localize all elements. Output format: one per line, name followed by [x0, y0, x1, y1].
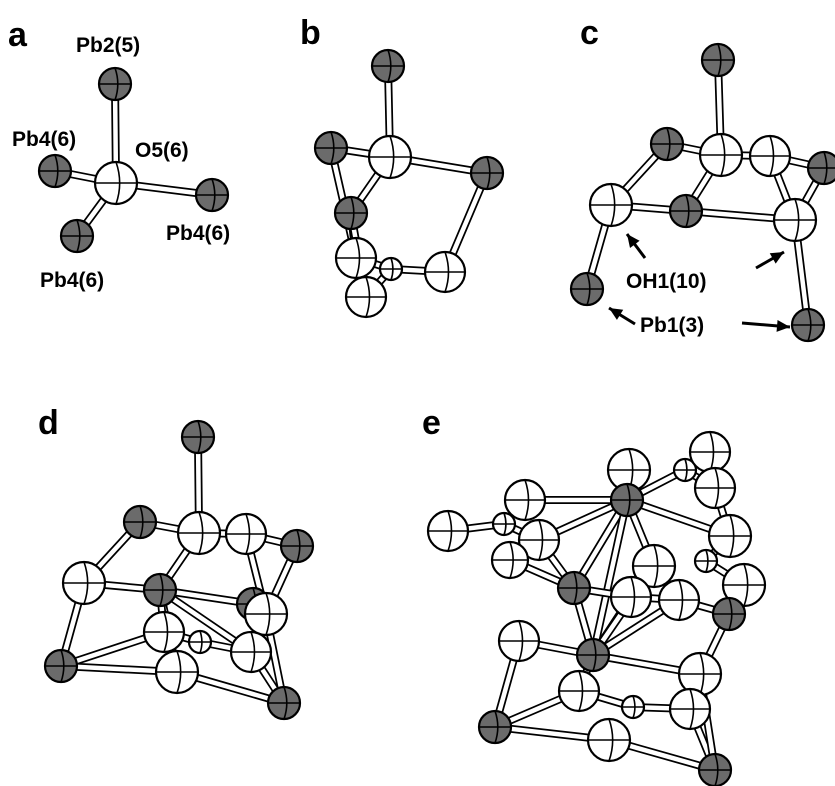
arrows-layer [608, 233, 791, 332]
atoms-layer [37, 42, 835, 786]
o-atom [378, 256, 404, 282]
pb-atom [649, 126, 685, 162]
o-atom [693, 466, 737, 510]
o-atom [693, 548, 719, 574]
o-atom [344, 275, 388, 319]
pb-atom [266, 685, 302, 721]
o-atom [243, 591, 289, 637]
arrow-oh1-left [625, 233, 647, 259]
pb-atom [43, 648, 79, 684]
o-atom [61, 560, 107, 606]
o-atom [490, 540, 530, 580]
atoms-c [569, 42, 835, 343]
o-atom [586, 717, 632, 763]
o-atom [426, 509, 470, 553]
o-atom [224, 512, 268, 556]
label-o5-center: O5(6) [135, 139, 189, 162]
bond [570, 496, 631, 592]
atoms-e [426, 430, 767, 786]
pb-atom [806, 150, 835, 186]
o-atom [631, 543, 677, 589]
o-atom [154, 649, 200, 695]
o-atom [657, 578, 701, 622]
label-pb1: Pb1(3) [640, 314, 704, 337]
o-atom [557, 669, 601, 713]
atoms-d [43, 419, 315, 721]
pb-atom [37, 153, 73, 189]
pb-atom [194, 177, 230, 213]
pb-atom [180, 419, 216, 455]
pb-atom [668, 193, 704, 229]
panel-letter-e: e [422, 404, 441, 442]
pb-atom [790, 307, 826, 343]
o-atom [707, 513, 753, 559]
pb-atom [313, 130, 349, 166]
o-atom [334, 236, 378, 280]
pb-atom [279, 528, 315, 564]
arrow-oh1-right [755, 250, 785, 270]
pb-atom [469, 155, 505, 191]
o-atom [491, 511, 517, 537]
o-atom [142, 610, 186, 654]
pb-atom [711, 596, 747, 632]
arrow-pb1-left [608, 306, 636, 326]
pb-atom [142, 572, 178, 608]
o-atom [503, 478, 547, 522]
o-atom [497, 619, 541, 663]
o-atom [688, 430, 732, 474]
atoms-b [313, 48, 505, 319]
label-pb4-bottom: Pb4(6) [40, 269, 104, 292]
label-pb2-top: Pb2(5) [76, 34, 140, 57]
pb-atom [700, 42, 736, 78]
o-atom [772, 197, 818, 243]
o-atom [423, 250, 467, 294]
o-atom [517, 518, 561, 562]
o-atom [229, 630, 273, 674]
o-atom [367, 134, 413, 180]
o-atom [187, 629, 213, 655]
pb-atom [122, 504, 158, 540]
pb-atom [477, 709, 513, 745]
label-pb4-right: Pb4(6) [166, 222, 230, 245]
o-atom [93, 160, 139, 206]
o-atom [176, 510, 222, 556]
panel-letter-d: d [38, 404, 59, 442]
atoms-a [37, 66, 230, 254]
pb-atom [370, 48, 406, 84]
pb-atom [97, 66, 133, 102]
bond [589, 496, 631, 659]
o-atom [668, 687, 712, 731]
o-atom [588, 182, 634, 228]
arrow-pb1-right [741, 319, 791, 332]
panel-letter-c: c [580, 14, 599, 52]
pb-atom [59, 218, 95, 254]
pb-atom [569, 271, 605, 307]
pb-atom [575, 637, 611, 673]
o-atom [698, 132, 744, 178]
label-pb4-left: Pb4(6) [12, 128, 76, 151]
o-atom [672, 457, 698, 483]
o-atom [620, 694, 646, 720]
o-atom [609, 575, 653, 619]
pb-atom [697, 752, 733, 786]
pb-atom [609, 482, 645, 518]
label-oh1: OH1(10) [626, 270, 707, 293]
pb-atom [333, 195, 369, 231]
pb-atom [556, 570, 592, 606]
panel-letter-a: a [8, 16, 28, 54]
o-atom [748, 134, 792, 178]
panel-letter-b: b [300, 14, 321, 52]
